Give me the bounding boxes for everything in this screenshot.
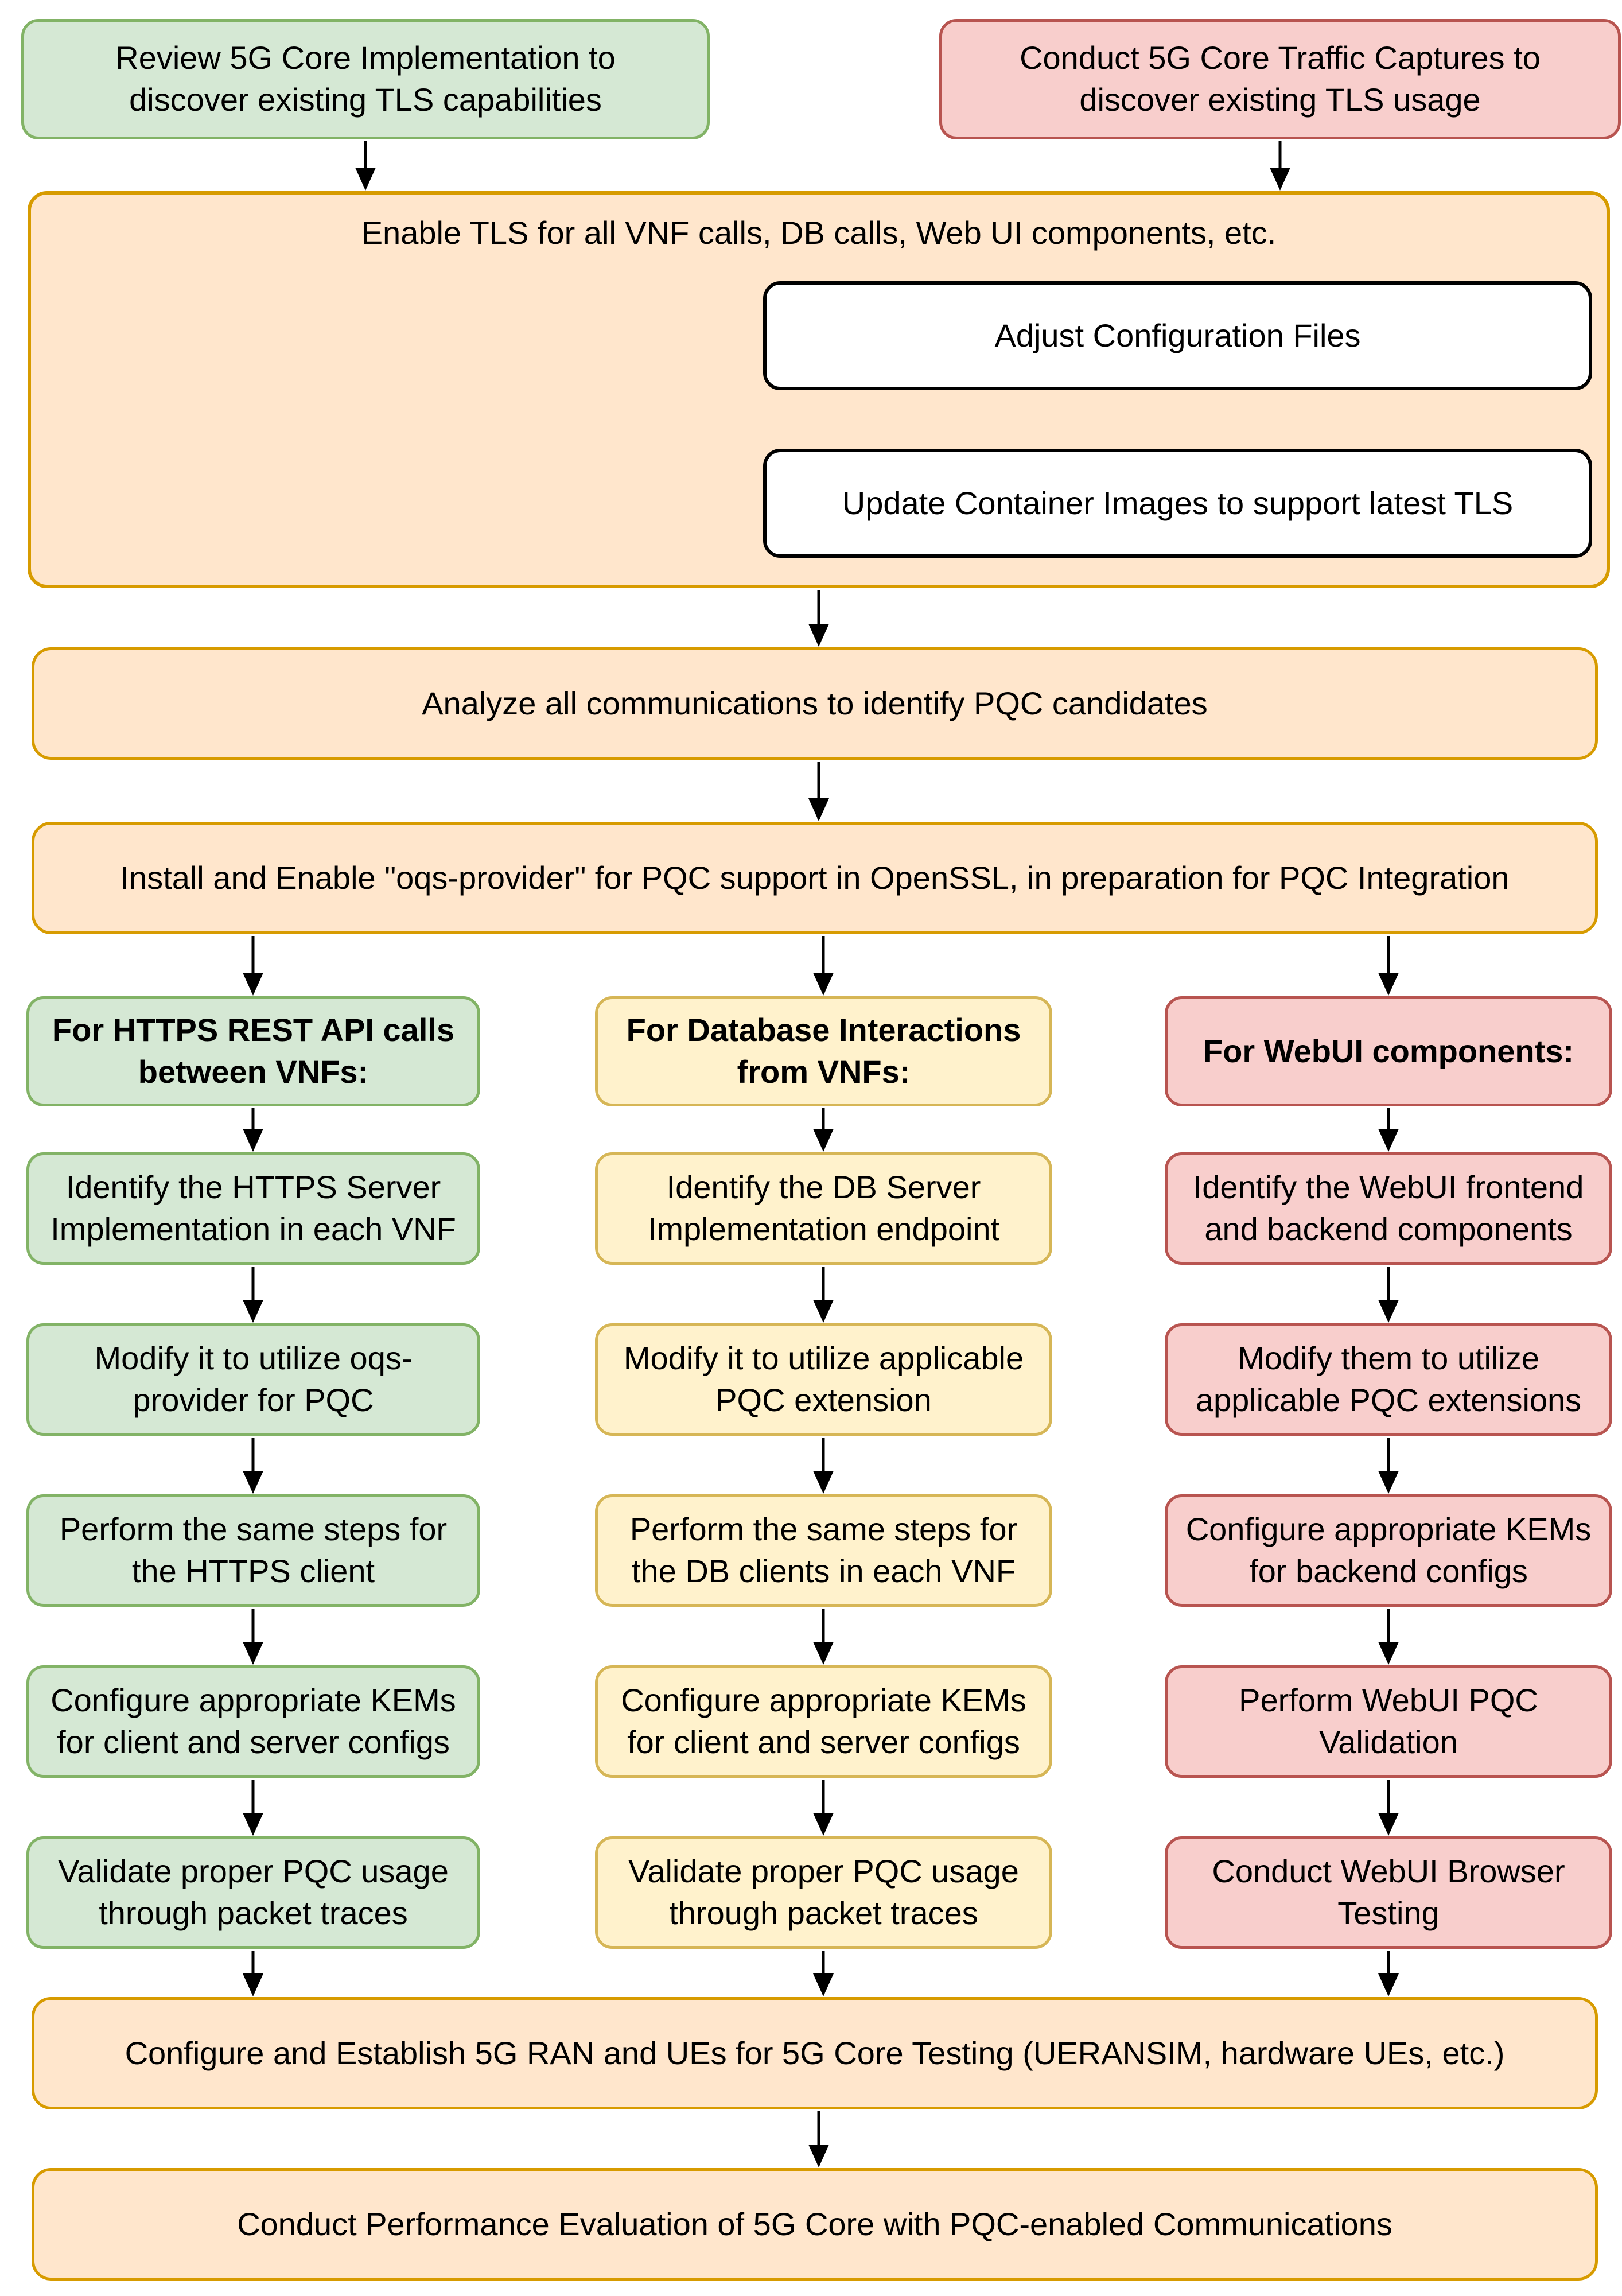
node-db-step-modify-pqc-extension: Modify it to utilize applicable PQC exte… [595,1323,1052,1436]
node-https-step-modify-oqs-provider: Modify it to utilize oqs- provider for P… [26,1323,480,1436]
node-label: Perform WebUI PQC Validation [1239,1682,1538,1760]
node-traffic-captures: Conduct 5G Core Traffic Captures to disc… [939,19,1621,139]
node-db-step-configure-kems: Configure appropriate KEMs for client an… [595,1665,1052,1778]
node-db-step-same-steps-clients: Perform the same steps for the DB client… [595,1494,1052,1607]
node-webui-step-configure-kems: Configure appropriate KEMs for backend c… [1165,1494,1612,1607]
node-label: Conduct Performance Evaluation of 5G Cor… [237,2205,1392,2242]
node-label: Identify the DB Server Implementation en… [647,1169,1000,1247]
node-db-step-validate-pqc: Validate proper PQC usage through packet… [595,1836,1052,1949]
node-configure-ran-ues: Configure and Establish 5G RAN and UEs f… [32,1997,1598,2109]
node-analyze-communications: Analyze all communications to identify P… [32,647,1598,760]
node-label: Modify them to utilize applicable PQC ex… [1195,1340,1582,1418]
node-https-step-configure-kems: Configure appropriate KEMs for client an… [26,1665,480,1778]
node-label: Update Container Images to support lates… [842,484,1514,521]
node-label: Identify the WebUI frontend and backend … [1193,1169,1584,1247]
node-update-container-images: Update Container Images to support lates… [763,449,1592,558]
node-label: Adjust Configuration Files [994,317,1361,353]
node-https-step-identify-server: Identify the HTTPS Server Implementation… [26,1152,480,1265]
node-label: Modify it to utilize oqs- provider for P… [94,1340,413,1418]
node-label: Perform the same steps for the HTTPS cli… [59,1511,448,1589]
node-webui-step-browser-testing: Conduct WebUI Browser Testing [1165,1836,1612,1949]
node-label: Identify the HTTPS Server Implementation… [50,1169,456,1247]
node-review-implementation: Review 5G Core Implementation to discove… [21,19,710,139]
node-label: Conduct 5G Core Traffic Captures to disc… [1020,40,1541,118]
column-header-https-rest-api: For HTTPS REST API calls between VNFs: [26,996,480,1106]
node-label: Perform the same steps for the DB client… [629,1511,1018,1589]
node-label: For WebUI components: [1203,1032,1574,1069]
node-label: Modify it to utilize applicable PQC exte… [623,1340,1024,1418]
node-label: Validate proper PQC usage through packet… [628,1853,1019,1931]
node-label: Conduct WebUI Browser Testing [1212,1853,1565,1931]
node-label: For Database Interactions from VNFs: [626,1012,1021,1090]
node-label: Validate proper PQC usage through packet… [58,1853,449,1931]
node-label: Analyze all communications to identify P… [422,685,1208,721]
node-adjust-config-files: Adjust Configuration Files [763,281,1592,390]
node-db-step-identify-server: Identify the DB Server Implementation en… [595,1152,1052,1265]
node-label: Review 5G Core Implementation to discove… [115,40,616,118]
node-performance-evaluation: Conduct Performance Evaluation of 5G Cor… [32,2168,1598,2281]
node-label: Install and Enable "oqs-provider" for PQ… [120,859,1510,896]
node-label: Configure appropriate KEMs for backend c… [1185,1511,1592,1589]
node-webui-step-modify-pqc-extensions: Modify them to utilize applicable PQC ex… [1165,1323,1612,1436]
node-install-oqs-provider: Install and Enable "oqs-provider" for PQ… [32,822,1598,934]
node-label: Configure appropriate KEMs for client an… [50,1682,456,1760]
node-label: Configure and Establish 5G RAN and UEs f… [125,2034,1505,2071]
column-header-webui-components: For WebUI components: [1165,996,1612,1106]
node-https-step-same-steps-client: Perform the same steps for the HTTPS cli… [26,1494,480,1607]
node-webui-step-identify-components: Identify the WebUI frontend and backend … [1165,1152,1612,1265]
node-label: For HTTPS REST API calls between VNFs: [52,1012,455,1090]
container-title: Enable TLS for all VNF calls, DB calls, … [361,215,1277,251]
node-label: Configure appropriate KEMs for client an… [621,1682,1026,1760]
node-webui-step-pqc-validation: Perform WebUI PQC Validation [1165,1665,1612,1778]
column-header-database-interactions: For Database Interactions from VNFs: [595,996,1052,1106]
node-https-step-validate-pqc: Validate proper PQC usage through packet… [26,1836,480,1949]
